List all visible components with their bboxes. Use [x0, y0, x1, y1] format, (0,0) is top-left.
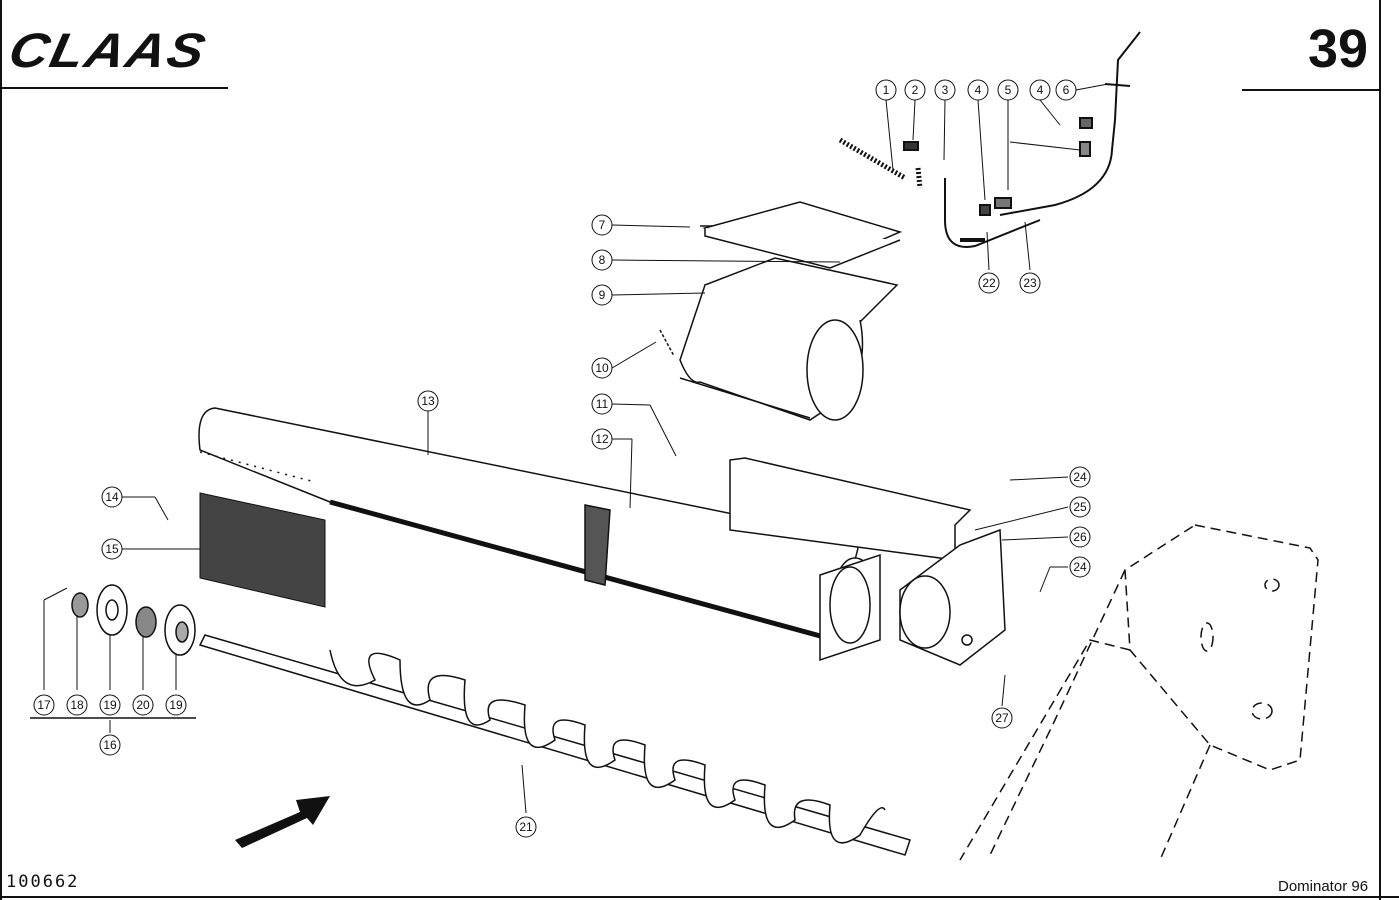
callout-25: 25 [1069, 496, 1091, 518]
svg-text:24: 24 [1073, 560, 1087, 574]
svg-text:20: 20 [136, 698, 150, 712]
svg-text:2: 2 [912, 83, 919, 97]
svg-text:19: 19 [169, 698, 183, 712]
svg-text:14: 14 [105, 490, 119, 504]
rods-assembly [944, 31, 1141, 248]
svg-text:24: 24 [1073, 470, 1087, 484]
callout-5: 5 [997, 79, 1019, 101]
drawing-id: 100662 [6, 872, 80, 892]
callout-2: 2 [904, 79, 926, 101]
svg-text:25: 25 [1073, 500, 1087, 514]
svg-text:17: 17 [37, 698, 51, 712]
screen-mesh [199, 492, 326, 608]
svg-text:15: 15 [105, 542, 119, 556]
callout-10: 10 [591, 357, 613, 379]
svg-text:7: 7 [599, 218, 606, 232]
callout-6: 6 [1055, 79, 1077, 101]
callout-13: 13 [417, 390, 439, 412]
callout-12: 12 [591, 428, 613, 450]
callout-19b: 19 [165, 694, 187, 716]
svg-text:27: 27 [995, 711, 1009, 725]
svg-text:10: 10 [595, 361, 609, 375]
svg-text:22: 22 [982, 276, 996, 290]
tube-flange [819, 553, 881, 662]
callout-1: 1 [875, 79, 897, 101]
hopper-part [659, 257, 899, 421]
svg-text:19: 19 [103, 698, 117, 712]
svg-text:3: 3 [942, 83, 949, 97]
callout-24a: 24 [1069, 466, 1091, 488]
svg-text:8: 8 [599, 253, 606, 267]
direction-arrow-icon [235, 796, 330, 848]
svg-text:26: 26 [1073, 530, 1087, 544]
callout-19a: 19 [99, 694, 121, 716]
auger-screw [198, 634, 911, 856]
callout-group: 1 2 3 4 5 4 6 7 8 9 10 11 12 13 14 15 16… [33, 79, 1091, 838]
bearing-set [30, 584, 196, 719]
callout-8: 8 [591, 249, 613, 271]
callout-15: 15 [101, 538, 123, 560]
svg-text:11: 11 [596, 397, 609, 411]
auger-tube [198, 407, 878, 643]
svg-text:4: 4 [975, 83, 982, 97]
callout-9: 9 [591, 284, 613, 306]
machine-frame-outline [959, 524, 1319, 861]
svg-text:23: 23 [1023, 276, 1037, 290]
svg-text:18: 18 [70, 698, 84, 712]
callout-14: 14 [101, 486, 123, 508]
model-name: Dominator 96 [1278, 878, 1369, 895]
callout-20: 20 [132, 694, 154, 716]
svg-text:13: 13 [421, 394, 435, 408]
svg-text:9: 9 [599, 288, 606, 302]
svg-text:21: 21 [519, 820, 533, 834]
callout-4a: 4 [967, 79, 989, 101]
svg-text:1: 1 [883, 83, 890, 97]
side-housing [729, 457, 1006, 666]
svg-text:12: 12 [595, 432, 609, 446]
callout-4b: 4 [1029, 79, 1051, 101]
callout-3: 3 [934, 79, 956, 101]
callout-23: 23 [1019, 272, 1041, 294]
callout-22: 22 [978, 272, 1000, 294]
svg-text:6: 6 [1063, 83, 1070, 97]
callout-21: 21 [515, 816, 537, 838]
callout-26: 26 [1069, 526, 1091, 548]
svg-text:5: 5 [1005, 83, 1012, 97]
callout-7: 7 [591, 214, 613, 236]
callout-27: 27 [991, 707, 1013, 729]
svg-text:16: 16 [103, 738, 117, 752]
callout-11: 11 [591, 393, 613, 415]
cover-plate [700, 201, 903, 269]
page-number: 39 [1308, 19, 1369, 79]
callout-16: 16 [99, 734, 121, 756]
callout-24b: 24 [1069, 556, 1091, 578]
spring-part [838, 137, 923, 189]
svg-text:4: 4 [1037, 83, 1044, 97]
callout-18: 18 [66, 694, 88, 716]
leader-lines [43, 83, 1109, 814]
callout-17: 17 [33, 694, 55, 716]
